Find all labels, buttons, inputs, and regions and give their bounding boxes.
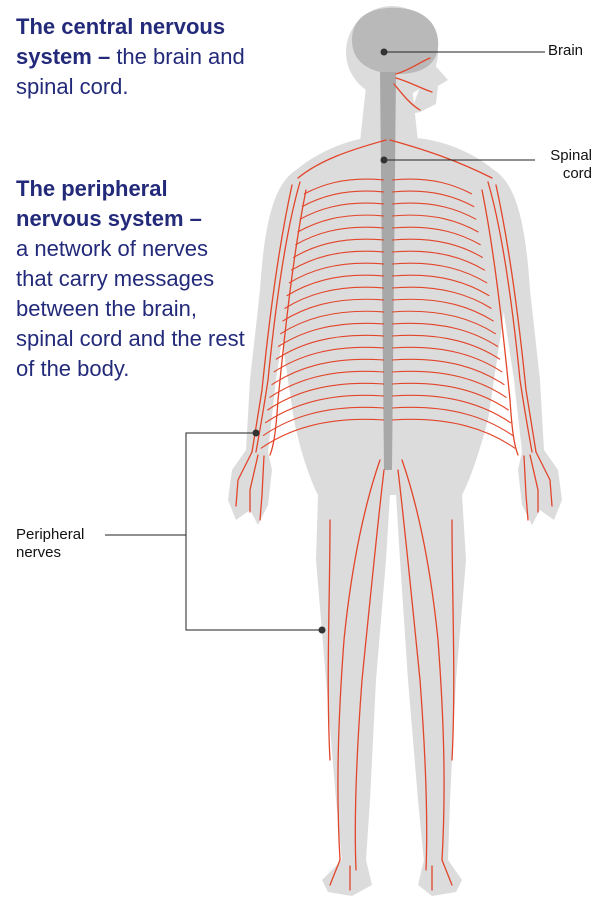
- spinal-cord-dot: [381, 157, 388, 164]
- peripheral-nerves-label-line2: nerves: [16, 544, 61, 561]
- spinal-cord-label-line1: Spinal: [550, 147, 592, 164]
- brain-shape: [352, 8, 438, 74]
- brain-label: Brain: [548, 42, 583, 60]
- peripheral-nerves-label: Peripheral nerves: [16, 526, 84, 562]
- brain-dot: [381, 49, 388, 56]
- arm-nerve-dot: [253, 430, 260, 437]
- spinal-cord-label: Spinal cord: [540, 147, 592, 183]
- leg-nerve-dot: [319, 627, 326, 634]
- peripheral-nerves-label-line1: Peripheral: [16, 526, 84, 543]
- spinal-cord-label-line2: cord: [563, 165, 592, 182]
